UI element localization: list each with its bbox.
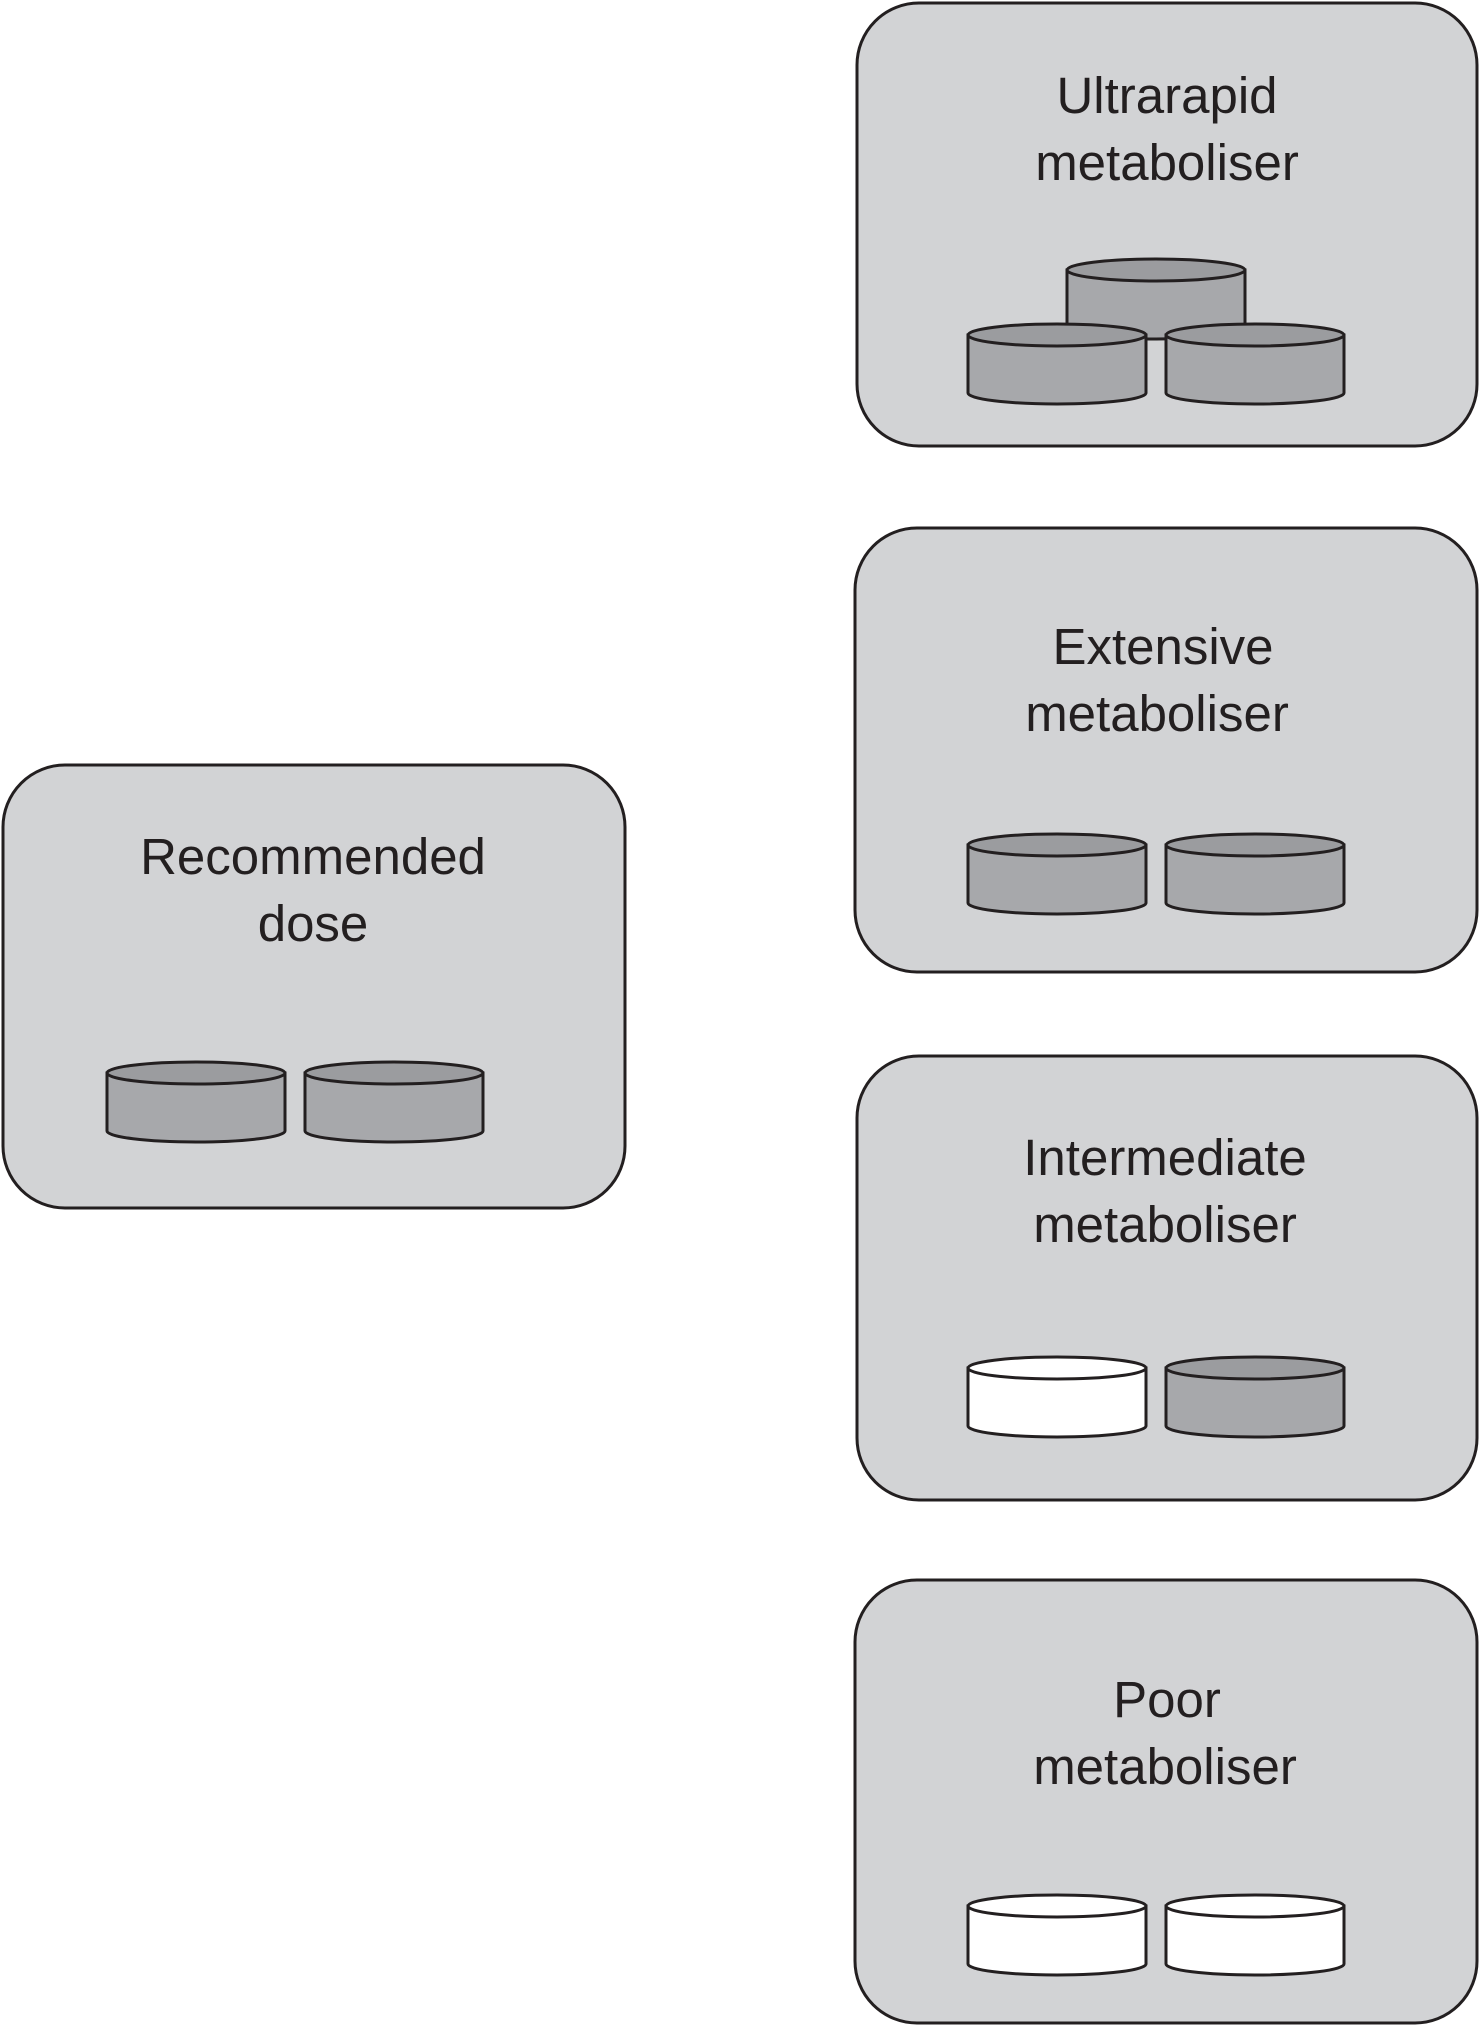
poor-metaboliser-box: Poor metaboliser [853, 1578, 1479, 2025]
pill-top [966, 832, 1148, 858]
extensive-metaboliser-title-line-1: Extensive [1052, 618, 1273, 675]
pill-side [966, 843, 1148, 916]
intermediate-metaboliser-title-line-2: metaboliser [1033, 1196, 1297, 1253]
poor-metaboliser-pill-2 [1164, 1893, 1346, 1977]
ultrarapid-metaboliser-pill-right [1164, 322, 1346, 406]
pill-top [105, 1060, 287, 1086]
pill-side [1164, 1904, 1346, 1977]
intermediate-metaboliser-box: Intermediate metaboliser [855, 1054, 1479, 1502]
pill-side [1164, 333, 1346, 406]
recommended-dose-pill-1 [105, 1060, 287, 1144]
pill-side [303, 1071, 485, 1144]
extensive-metaboliser-pill-2 [1164, 832, 1346, 916]
pill-side [966, 1904, 1148, 1977]
pill-top [1164, 832, 1346, 858]
pill-side [966, 1366, 1148, 1439]
ultrarapid-metaboliser-title-line-2: metaboliser [1035, 134, 1299, 191]
ultrarapid-metaboliser-pill-left [966, 322, 1148, 406]
intermediate-metaboliser-pill-2 [1164, 1355, 1346, 1439]
intermediate-metaboliser-title-line-1: Intermediate [1023, 1129, 1307, 1186]
recommended-dose-box: Recommended dose [1, 763, 627, 1210]
poor-metaboliser-pill-1 [966, 1893, 1148, 1977]
pill-top [1164, 1893, 1346, 1919]
extensive-metaboliser-title-line-2: metaboliser [1025, 685, 1289, 742]
pill-top [1164, 1355, 1346, 1381]
recommended-dose-title-line-1: Recommended [140, 828, 486, 885]
pill-side [1164, 1366, 1346, 1439]
pill-top [966, 322, 1148, 348]
pill-side [1164, 843, 1346, 916]
poor-metaboliser-title-line-1: Poor [1113, 1671, 1221, 1728]
pill-top [966, 1355, 1148, 1381]
pill-top [966, 1893, 1148, 1919]
extensive-metaboliser-pill-1 [966, 832, 1148, 916]
pill-top [1065, 257, 1247, 283]
ultrarapid-metaboliser-box: Ultrarapid metaboliser [855, 1, 1479, 448]
pill-side [105, 1071, 287, 1144]
ultrarapid-metaboliser-title-line-1: Ultrarapid [1056, 67, 1277, 124]
intermediate-metaboliser-panel [855, 1054, 1479, 1502]
recommended-dose-title-line-2: dose [258, 895, 369, 952]
poor-metaboliser-title-line-2: metaboliser [1033, 1738, 1297, 1795]
pill-side [966, 333, 1148, 406]
extensive-metaboliser-box: Extensive metaboliser [853, 526, 1479, 974]
recommended-dose-pill-2 [303, 1060, 485, 1144]
pill-top [303, 1060, 485, 1086]
intermediate-metaboliser-pill-1 [966, 1355, 1148, 1439]
pill-top [1164, 322, 1346, 348]
